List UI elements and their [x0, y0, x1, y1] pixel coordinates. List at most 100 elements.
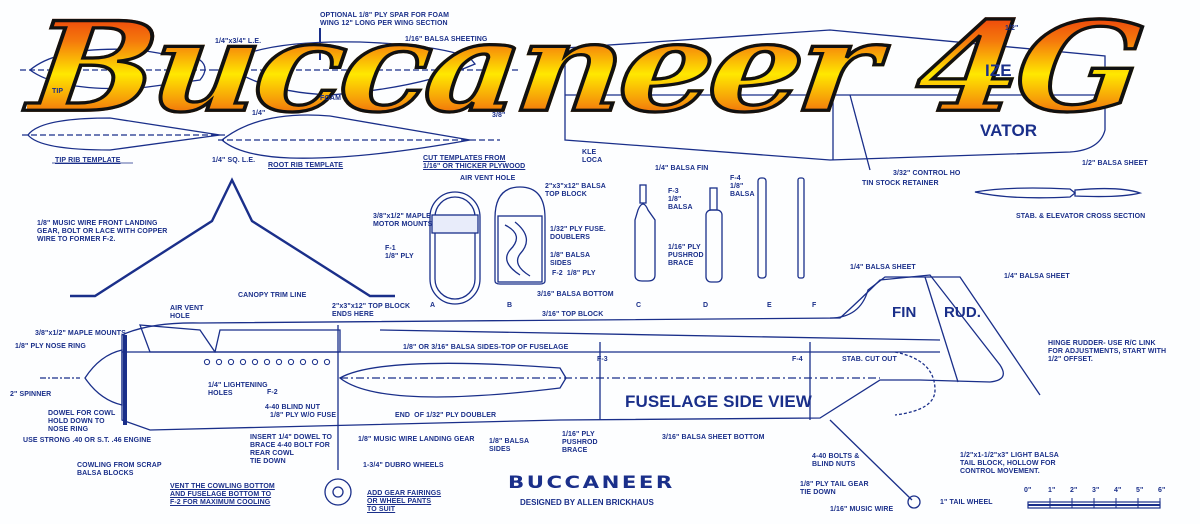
- label-balsa-sides-fuse: 1/8" BALSA SIDES: [489, 438, 530, 453]
- lightening-holes: [203, 358, 331, 366]
- label-motor-mounts: 3/8"x1/2" MAPLE MOTOR MOUNTS: [373, 213, 433, 228]
- label-control-horn: 3/32" CONTROL HO: [893, 170, 961, 177]
- label-ply-wo: 1/8" PLY W/O FUSE: [270, 412, 337, 419]
- fin-rudder: [829, 276, 1041, 396]
- label-tin-retainer: TIN STOCK RETAINER: [862, 180, 939, 187]
- label-rud-sheet: 1/4" BALSA SHEET: [1004, 273, 1070, 280]
- stab-cross-section: [974, 187, 1143, 199]
- scale-tick-1: 1": [1048, 487, 1056, 494]
- label-cowling: COWLING FROM SCRAP BALSA BLOCKS: [77, 462, 162, 477]
- label-top-block-fuse: 3/16" TOP BLOCK: [542, 311, 604, 318]
- label-balsa-sheet-stab: 1/2" BALSA SHEET: [1082, 160, 1148, 167]
- label-le: 1/4"x3/4" L.E.: [215, 38, 262, 45]
- label-tail-gear: 1/8" PLY TAIL GEAR TIE DOWN: [800, 481, 869, 496]
- label-section-f: F: [812, 302, 817, 309]
- label-cut-templates: CUT TEMPLATES FROM 1/16" OR THICKER PLYW…: [423, 155, 526, 170]
- scale-ruler-icon: [1027, 498, 1161, 509]
- label-blind-nut: 4-40 BLIND NUT: [265, 404, 321, 411]
- label-foam: FOAM: [320, 95, 342, 102]
- scale-tick-6: 6": [1158, 487, 1166, 494]
- label-f4-fuse: F-4: [792, 356, 803, 363]
- label-sq-le: 1/4" SQ. L.E.: [212, 157, 256, 164]
- front-landing-gear-wire: [70, 177, 395, 298]
- label-balsa-sides-former: 1/8" BALSA SIDES: [550, 252, 591, 267]
- label-size-partial: IZE: [985, 61, 1012, 80]
- former-d: [705, 187, 723, 283]
- label-maple-mounts: 3/8"x1/2" MAPLE MOUNTS: [35, 330, 126, 337]
- label-fin: FIN: [892, 304, 917, 321]
- former-a: [429, 191, 481, 305]
- scale-tick-4: 4": [1114, 487, 1122, 494]
- label-rud: RUD.: [944, 304, 982, 321]
- label-kle-partial: KLE LOCA: [582, 149, 603, 164]
- label-spinner: 2" SPINNER: [10, 391, 52, 398]
- label-tail-block: 1/2"x1-1/2"x3" LIGHT BALSA TAIL BLOCK, H…: [960, 452, 1059, 475]
- label-balsa-fin-former: 1/4" BALSA FIN: [655, 165, 709, 172]
- label-tip-rib-template: TIP RIB TEMPLATE: [55, 157, 121, 164]
- label-top-block: 2"x3"x12" BALSA TOP BLOCK: [545, 183, 606, 198]
- scale-tick-3: 3": [1092, 487, 1100, 494]
- label-f2-former: F-2 1/8" PLY: [552, 270, 596, 277]
- label-fairings: ADD GEAR FAIRINGS OR WHEEL PANTS TO SUIT: [367, 490, 442, 513]
- former-c: [634, 184, 656, 282]
- wing-airfoil-top: [215, 28, 520, 96]
- label-canopy: CANOPY TRIM LINE: [238, 292, 307, 299]
- label-quarter: 1/4": [252, 110, 266, 117]
- label-wheels: 1-3/4" DUBRO WHEELS: [363, 462, 444, 469]
- label-f3: F-3 1/8" BALSA: [668, 188, 693, 211]
- label-lightening: 1/4" LIGHTENING HOLES: [208, 382, 268, 397]
- label-tail-wheel: 1" TAIL WHEEL: [940, 499, 993, 506]
- label-section-d: D: [703, 302, 709, 309]
- label-stab-cutout: STAB. CUT OUT: [842, 356, 897, 363]
- label-section-a: A: [430, 302, 436, 309]
- title-overlay: Buccaneer 4G: [22, 0, 1148, 142]
- former-e: [757, 177, 767, 279]
- scale-tick-2: 2": [1070, 487, 1078, 494]
- label-air-vent-fuse: AIR VENT HOLE: [170, 305, 204, 320]
- scale-bar: 0" 1" 2" 3" 4" 5" 6": [1024, 487, 1176, 524]
- label-spar-note: OPTIONAL 1/8" PLY SPAR FOR FOAM WING 12"…: [320, 12, 450, 27]
- label-f2-fuse: F-2: [267, 389, 278, 396]
- label-insert-dowel: INSERT 1/4" DOWEL TO BRACE 4-40 BOLT FOR…: [250, 434, 333, 465]
- label-music-wire-gear: 1/8" MUSIC WIRE LANDING GEAR: [358, 436, 475, 443]
- label-section-e: E: [767, 302, 772, 309]
- root-rib-template: [218, 114, 500, 159]
- label-f1: F-1 1/8" PLY: [385, 245, 414, 260]
- label-f3-fuse: F-3: [597, 356, 608, 363]
- label-front-gear-note: 1/8" MUSIC WIRE FRONT LANDING GEAR, BOLT…: [37, 220, 168, 243]
- label-balsa-bottom: 3/16" BALSA BOTTOM: [537, 291, 614, 298]
- former-b: [494, 186, 546, 285]
- label-doublers: 1/32" PLY FUSE. DOUBLERS: [550, 226, 606, 241]
- tip-rib-template: [22, 117, 225, 151]
- label-sides-top: 1/8" OR 3/16" BALSA SIDES-TOP OF FUSELAG…: [403, 344, 569, 351]
- former-f: [797, 177, 805, 279]
- label-music-wire-tail: 1/16" MUSIC WIRE: [830, 506, 894, 513]
- label-three-eighths: 3/8": [492, 112, 506, 119]
- label-engine: USE STRONG .40 OR S.T. .46 ENGINE: [23, 437, 152, 444]
- label-nose-ring: 1/8" PLY NOSE RING: [15, 343, 86, 350]
- label-sheeting: 1/16" BALSA SHEETING: [405, 36, 488, 43]
- label-dowel: DOWEL FOR COWL HOLD DOWN TO NOSE RING: [48, 410, 116, 433]
- label-bottom-sheet: 3/16" BALSA SHEET BOTTOM: [662, 434, 765, 441]
- label-end-doubler: END OF 1/32" PLY DOUBLER: [395, 412, 497, 419]
- label-f4: F-4 1/8" BALSA: [730, 175, 755, 198]
- label-top-block-end: 2"x3"x12" TOP BLOCK ENDS HERE: [332, 303, 411, 318]
- model-name: BUCCANEER: [508, 473, 675, 493]
- label-root-rib-template: ROOT RIB TEMPLATE: [268, 162, 344, 169]
- label-air-vent-hole: AIR VENT HOLE: [460, 175, 516, 182]
- label-vent-note: VENT THE COWLING BOTTOM AND FUSELAGE BOT…: [170, 483, 275, 506]
- label-elevator-partial: VATOR: [980, 121, 1038, 140]
- label-cross-section: STAB. & ELEVATOR CROSS SECTION: [1016, 213, 1146, 220]
- label-fin-sheet: 1/4" BALSA SHEET: [850, 264, 916, 271]
- label-section-b: B: [507, 302, 513, 309]
- fuselage-view-title: FUSELAGE SIDE VIEW: [625, 392, 812, 411]
- label-tip-partial: TIP: [52, 88, 64, 95]
- scale-tick-0: 0": [1024, 487, 1032, 494]
- label-hinge: HINGE RUDDER- USE R/C LINK FOR ADJUSTMEN…: [1048, 340, 1167, 363]
- label-section-c: C: [636, 302, 642, 309]
- designer-credit: DESIGNED BY ALLEN BRICKHAUS: [520, 498, 654, 507]
- scale-tick-5: 5": [1136, 487, 1144, 494]
- stabilizer-plan: [564, 29, 1110, 171]
- label-half-inch: 1/2": [1005, 25, 1019, 32]
